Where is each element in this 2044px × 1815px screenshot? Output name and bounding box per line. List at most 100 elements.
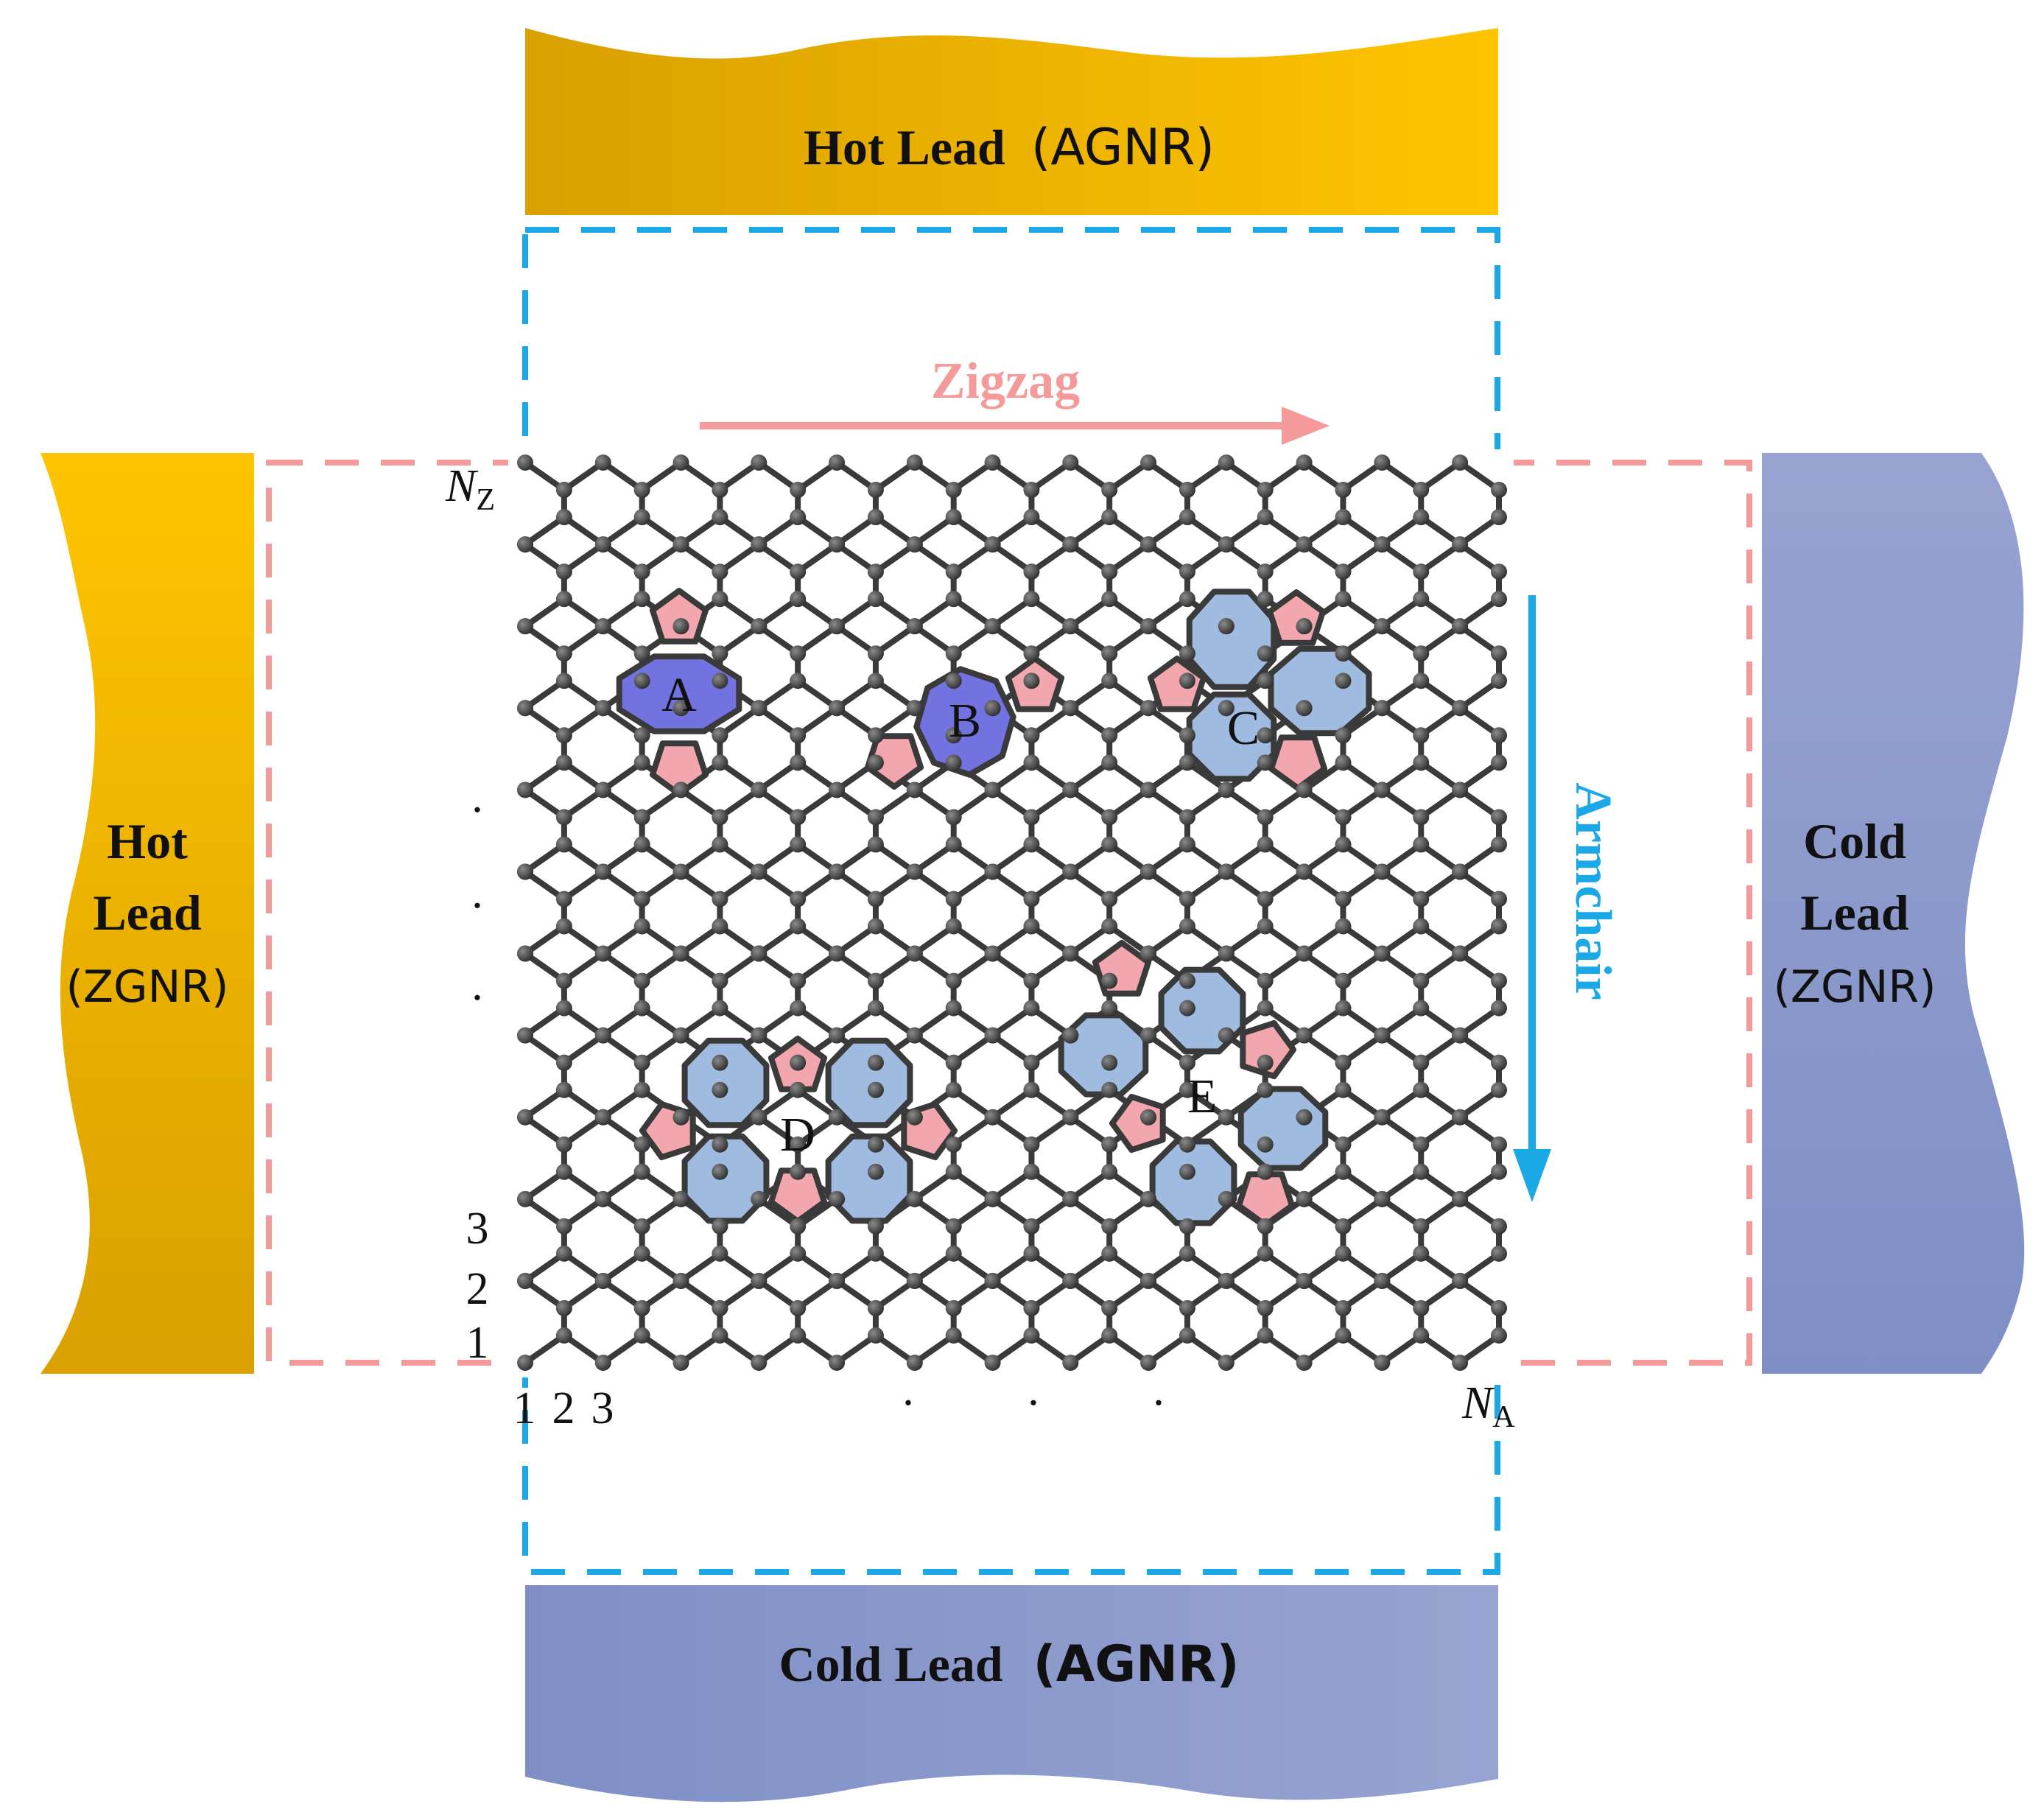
carbon-atom xyxy=(1179,645,1195,662)
bottom-cold-lead xyxy=(525,1585,1498,1802)
carbon-atom xyxy=(1296,536,1313,553)
defect-pentagon xyxy=(864,733,924,790)
defect-octagon xyxy=(1237,1086,1329,1171)
carbon-atom xyxy=(1101,1299,1118,1316)
carbon-atom xyxy=(1374,945,1391,962)
top-lead-name: Hot Lead xyxy=(804,119,1005,175)
carbon-atom xyxy=(1335,564,1352,580)
carbon-atom xyxy=(906,863,923,880)
carbon-atom xyxy=(829,536,846,553)
carbon-atom xyxy=(1413,972,1430,989)
carbon-atom xyxy=(1491,1163,1507,1180)
carbon-atom xyxy=(1452,1109,1469,1126)
carbon-atom xyxy=(1179,1245,1195,1262)
carbon-atom xyxy=(867,754,884,771)
defect-pentagon xyxy=(649,588,709,645)
carbon-atom xyxy=(1335,1327,1352,1344)
carbon-atom xyxy=(1140,454,1157,471)
defect-label-e: E xyxy=(1187,1070,1217,1123)
carbon-atom xyxy=(712,1000,728,1017)
defect-octagon xyxy=(913,666,1016,778)
carbon-atom xyxy=(945,809,962,826)
carbon-atom xyxy=(1296,618,1313,635)
carbon-atom xyxy=(1257,564,1274,580)
carbon-atom xyxy=(1062,618,1079,635)
carbon-atom xyxy=(945,1136,962,1153)
carbon-atom xyxy=(633,754,650,771)
carbon-atom xyxy=(945,564,962,580)
carbon-atom xyxy=(1023,1081,1040,1098)
carbon-atom xyxy=(984,945,1001,962)
carbon-atom xyxy=(906,1027,923,1044)
carbon-atom xyxy=(1413,1054,1430,1071)
carbon-atom xyxy=(1335,591,1352,608)
carbon-atom xyxy=(555,673,572,689)
carbon-atom xyxy=(790,1327,807,1344)
carbon-atom xyxy=(1413,1000,1430,1017)
defect-octagon xyxy=(681,1037,770,1128)
carbon-atom xyxy=(633,482,650,499)
carbon-atom xyxy=(1140,1109,1157,1126)
carbon-atom xyxy=(945,482,962,499)
carbon-atom xyxy=(1296,945,1313,962)
carbon-atom xyxy=(1257,972,1274,989)
carbon-atom xyxy=(984,1109,1001,1126)
carbon-atom xyxy=(1062,945,1079,962)
col-ellipsis-1: · xyxy=(901,1378,916,1428)
carbon-atom xyxy=(633,645,650,662)
carbon-atom xyxy=(867,1000,884,1017)
carbon-atom xyxy=(790,673,807,689)
carbon-atom xyxy=(712,1054,728,1071)
carbon-atom xyxy=(867,564,884,580)
carbon-atom xyxy=(712,918,728,935)
carbon-atom xyxy=(1101,1000,1118,1017)
row-label-3: 3 xyxy=(466,1204,489,1254)
carbon-atom xyxy=(790,1081,807,1098)
carbon-atom xyxy=(633,891,650,908)
carbon-atom xyxy=(945,1327,962,1344)
carbon-atom xyxy=(1491,673,1507,689)
carbon-atom xyxy=(1491,754,1507,771)
carbon-atom xyxy=(712,509,728,526)
carbon-atom xyxy=(1413,1218,1430,1235)
carbon-atom xyxy=(1257,509,1274,526)
carbon-atom xyxy=(1023,673,1040,689)
defect-pentagon xyxy=(1240,1019,1296,1080)
carbon-atom xyxy=(906,618,923,635)
carbon-atom xyxy=(790,1299,807,1316)
carbon-atom xyxy=(712,1163,728,1180)
defect-octagon xyxy=(1058,1012,1149,1098)
bottom-lead-label: Cold Lead (AGNR) xyxy=(779,1635,1239,1693)
carbon-atom xyxy=(1179,727,1195,744)
top-lead-label: Hot Lead (AGNR) xyxy=(804,119,1215,177)
zigzag-label: Zigzag xyxy=(931,353,1080,410)
carbon-atom xyxy=(945,1000,962,1017)
carbon-atom xyxy=(867,918,884,935)
carbon-atom xyxy=(633,564,650,580)
carbon-atom xyxy=(1179,918,1195,935)
carbon-atom xyxy=(790,1054,807,1071)
carbon-atom xyxy=(1101,1218,1118,1235)
carbon-atom xyxy=(1101,1054,1118,1071)
carbon-atom xyxy=(1101,482,1118,499)
carbon-atom xyxy=(1335,809,1352,826)
carbon-atom xyxy=(984,1027,1001,1044)
carbon-atom xyxy=(555,482,572,499)
carbon-atom xyxy=(867,1163,884,1180)
carbon-atom xyxy=(790,1136,807,1153)
carbon-atom xyxy=(1335,1136,1352,1153)
carbon-atom xyxy=(984,536,1001,553)
carbon-atom xyxy=(790,918,807,935)
row-axis: NZ · · · 3 2 1 xyxy=(445,461,495,1368)
carbon-atom xyxy=(1062,1109,1079,1126)
carbon-atom xyxy=(984,863,1001,880)
carbon-atom xyxy=(984,782,1001,798)
carbon-atom xyxy=(555,1000,572,1017)
carbon-atom xyxy=(790,591,807,608)
carbon-atom xyxy=(1023,482,1040,499)
carbon-atom xyxy=(1218,1190,1235,1207)
carbon-atom xyxy=(829,618,846,635)
carbon-atom xyxy=(1023,891,1040,908)
carbon-atom xyxy=(1335,1299,1352,1316)
carbon-atom xyxy=(517,782,533,798)
